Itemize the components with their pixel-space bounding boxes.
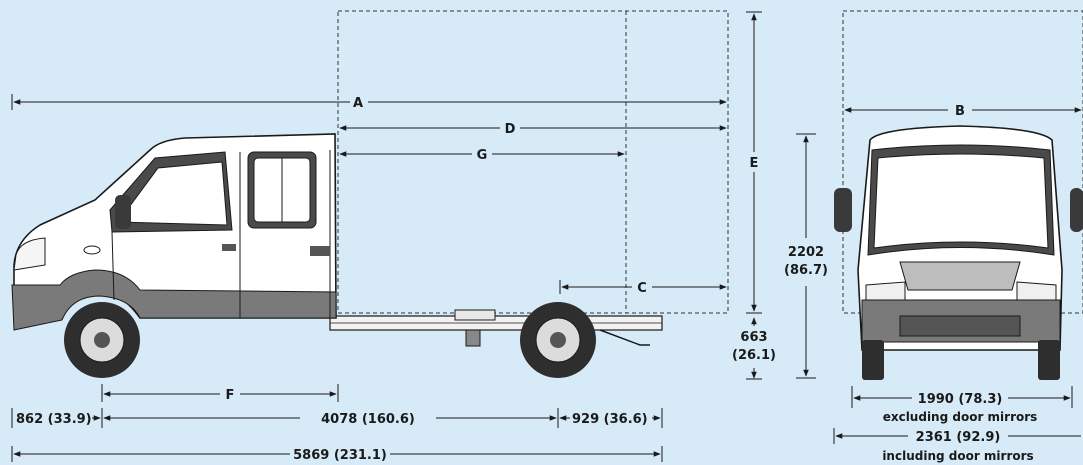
dimension-frame-height: 663 (26.1) bbox=[732, 317, 776, 380]
rear-wheel bbox=[520, 302, 596, 378]
dimension-G: G bbox=[339, 148, 625, 163]
height-in: (86.7) bbox=[784, 263, 828, 278]
wheelbase-value: 4078 (160.6) bbox=[321, 412, 415, 427]
front-overhang-value: 862 (33.9) bbox=[16, 412, 92, 427]
height-mm: 2202 bbox=[788, 245, 824, 260]
width-excl-note: excluding door mirrors bbox=[883, 410, 1038, 424]
label-F: F bbox=[226, 388, 235, 403]
front-view-vehicle bbox=[834, 125, 1083, 380]
label-C: C bbox=[637, 281, 647, 296]
dimension-B: B bbox=[844, 104, 1082, 119]
overall-length-value: 5869 (231.1) bbox=[293, 448, 387, 463]
label-G: G bbox=[477, 148, 488, 163]
dimension-D: D bbox=[339, 122, 727, 137]
side-load-box bbox=[337, 10, 729, 314]
width-incl-note: including door mirrors bbox=[882, 449, 1033, 463]
label-A: A bbox=[353, 96, 363, 111]
dimension-F: F bbox=[101, 384, 339, 403]
label-D: D bbox=[505, 122, 516, 137]
dimension-width-including-mirrors: 2361 (92.9) including door mirrors bbox=[833, 428, 1081, 463]
label-E: E bbox=[750, 156, 759, 171]
frame-height-in: (26.1) bbox=[732, 348, 776, 363]
dimension-E: E bbox=[746, 11, 762, 314]
dimension-overall-length: 5869 (231.1) bbox=[11, 446, 663, 463]
width-incl-value: 2361 (92.9) bbox=[916, 430, 1001, 445]
width-excl-value: 1990 (78.3) bbox=[918, 392, 1003, 407]
dimension-C: C bbox=[559, 280, 727, 296]
dimension-width-excluding-mirrors: 1990 (78.3) excluding door mirrors bbox=[851, 386, 1073, 424]
dimension-overall-height: 2202 (86.7) bbox=[784, 133, 828, 379]
rear-overhang-value: 929 (36.6) bbox=[572, 412, 648, 427]
dimension-A: A bbox=[11, 94, 727, 111]
side-view-vehicle bbox=[11, 133, 663, 378]
frame-height-mm: 663 bbox=[740, 330, 767, 345]
dimension-axle-row: 862 (33.9) 4078 (160.6) 929 (36.6) bbox=[11, 408, 663, 428]
label-B: B bbox=[955, 104, 965, 119]
front-wheel bbox=[64, 302, 140, 378]
